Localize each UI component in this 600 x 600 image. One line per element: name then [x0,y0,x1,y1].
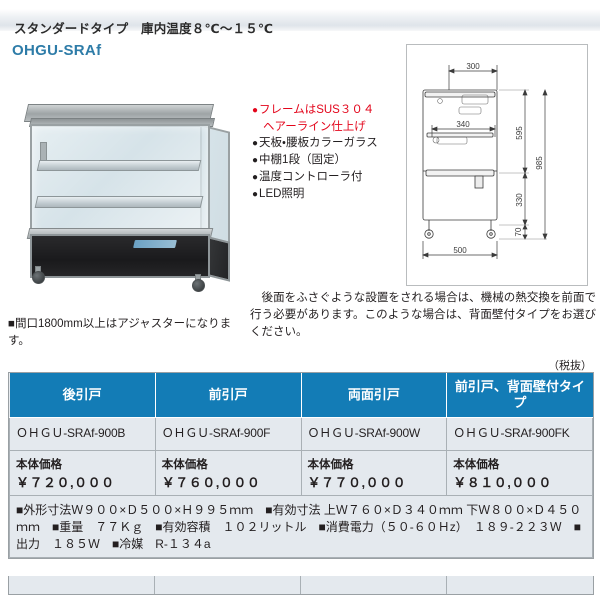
feature-item-led-lighting: ●LED照明 [252,186,402,203]
model-number-cell: ＯＨＧＵ-SRAf-900F [154,417,302,451]
price-table: 後引戸 前引戸 両面引戸 前引戸、背面壁付タイプ ＯＨＧＵ-SRAf-900B … [9,373,593,558]
price-label: 本体価格 [161,459,208,471]
bullet-dot-icon: ● [252,138,259,149]
price-label: 本体価格 [16,459,62,471]
price-cell: 本体価格 ￥７７０,０００ [300,450,448,496]
price-amount: ￥７７０,０００ [307,475,407,490]
header-band-text: スタンダードタイプ 庫内温度８℃〜１５℃ [14,22,274,36]
bullet-dot-icon: ● [252,105,259,116]
feature-item-glass: ●天板・腰板カラーガラス [252,135,402,152]
table-row-specifications: ■外形寸法Ｗ９００×Ｄ５００×Ｈ９９５ｍｍ ■有効寸法 上Ｗ７６０×Ｄ３４０ｍｍ… [9,495,593,558]
display-case-illustration [14,98,232,292]
table-row-price: 本体価格 ￥７２０,０００ 本体価格 ￥７６０,０００ 本体価格 ￥７７０,００… [9,450,593,496]
dimension-shelf-width: 340 [456,120,470,129]
case-base-panel [30,234,210,278]
feature-text: 中棚1段（固定） [259,154,346,166]
caster-wheel-right [192,279,205,292]
feature-item-frame: ●フレームはSUS３０４ ヘアーライン仕上げ [252,102,402,135]
strip-divider [154,576,155,594]
price-cell: 本体価格 ￥７６０,０００ [154,450,302,496]
column-header-front-sliding-door: 前引戸 [154,373,302,418]
feature-list: ●フレームはSUS３０４ ヘアーライン仕上げ ●天板・腰板カラーガラス ●中棚1… [252,102,402,203]
installation-note: 後面をふさぐような設置をされる場合は、機械の熱交換を前面で行う必要があります。こ… [250,292,596,338]
brand-badge [133,240,177,248]
table-header-row: 後引戸 前引戸 両面引戸 前引戸、背面壁付タイプ [9,373,593,418]
dimension-drawing-svg: 300 340 500 [422,62,548,259]
dimension-upper-height: 595 [515,126,524,140]
feature-text: フレームはSUS３０４ [259,104,375,116]
bullet-dot-icon: ● [252,155,259,166]
header-band: スタンダードタイプ 庫内温度８℃〜１５℃ [0,8,600,36]
feature-item-temperature-controller: ●温度コントローラ付 [252,169,402,186]
price-amount: ￥７２０,０００ [16,475,115,490]
case-glass-front [30,124,210,238]
dimension-base-width: 500 [453,246,467,255]
column-header-rear-sliding-door: 後引戸 [9,373,156,418]
column-header-front-door-wall-mount: 前引戸、背面壁付タイプ [446,373,593,418]
feature-text: 温度コントローラ付 [259,171,363,183]
dimension-lower-height: 330 [515,193,524,207]
bullet-dot-icon: ● [252,189,259,200]
specification-cell: ■外形寸法Ｗ９００×Ｄ５００×Ｈ９９５ｍｍ ■有効寸法 上Ｗ７６０×Ｄ３４０ｍｍ… [9,495,593,558]
model-number-cell: ＯＨＧＵ-SRAf-900B [9,417,156,451]
feature-text-continued: ヘアーライン仕上げ [263,121,366,133]
model-number-cell: ＯＨＧＵ-SRAf-900FK [446,417,593,451]
page-title: OHGU-SRAf [12,42,102,59]
price-cell: 本体価格 ￥８１０,０００ [446,450,593,496]
feature-item-shelf: ●中棚1段（固定） [252,152,402,169]
dimension-top-width: 300 [466,62,480,71]
caster-wheel-left [32,271,45,284]
price-amount: ￥８１０,０００ [453,475,552,490]
strip-divider [300,576,301,594]
feature-text: 天板・腰板カラーガラス [259,137,378,149]
product-photo [14,98,232,292]
strip-divider [446,576,447,594]
bullet-dot-icon: ● [252,172,259,183]
price-cell: 本体価格 ￥７２０,０００ [9,450,156,496]
case-shelf-lower [34,196,204,208]
case-shelf-upper [36,160,202,171]
price-amount: ￥７６０,０００ [161,475,261,490]
table-bottom-strip [8,576,594,595]
feature-text: LED照明 [259,188,305,200]
price-label: 本体価格 [307,459,354,471]
dimension-caster-height: 70 [514,227,523,236]
model-number-cell: ＯＨＧＵ-SRAf-900W [300,417,448,451]
table-row-model: ＯＨＧＵ-SRAf-900B ＯＨＧＵ-SRAf-900F ＯＨＧＵ-SRAf-… [9,417,593,451]
column-header-double-sided-door: 両面引戸 [300,373,448,418]
price-label: 本体価格 [453,459,500,471]
tax-note: （税抜） [548,360,592,372]
dimension-total-height: 985 [535,156,544,170]
adjuster-note: ■間口1800mm以上はアジャスターになります。 [8,318,232,347]
price-table-container: 後引戸 前引戸 両面引戸 前引戸、背面壁付タイプ ＯＨＧＵ-SRAf-900B … [8,372,594,559]
technical-drawing: 300 340 500 [406,44,588,286]
